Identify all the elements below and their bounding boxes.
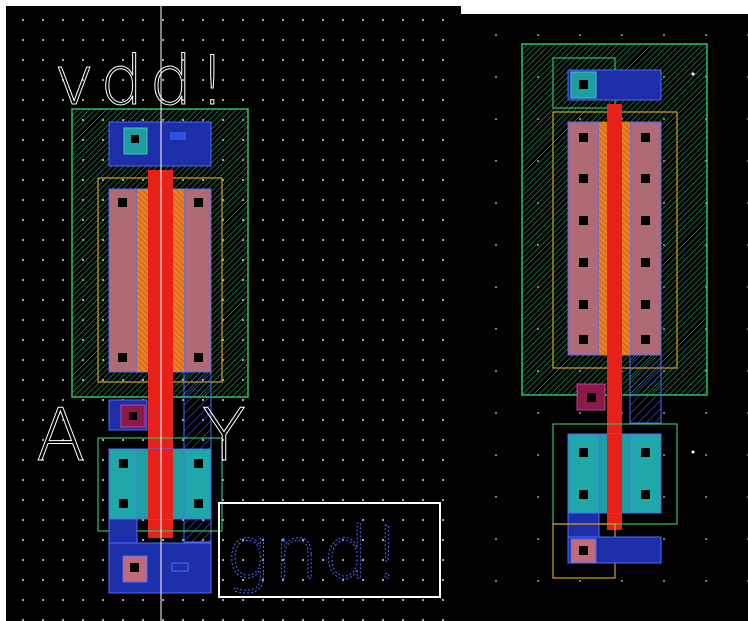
nselect-region — [97, 437, 223, 532]
vdd-contact-r — [579, 80, 588, 89]
nmos-contact-3 — [194, 459, 203, 468]
nmos-source-r — [567, 433, 600, 514]
pmos-drain-r — [629, 121, 662, 356]
nmos-contact-1 — [119, 459, 128, 468]
gnd-contact-well — [122, 555, 148, 583]
input-contact-r — [587, 393, 596, 402]
pmos-contact-4 — [194, 353, 203, 362]
gnd-contact — [130, 563, 139, 572]
selection-box[interactable] — [218, 502, 441, 598]
nmos-poly-r — [607, 434, 622, 513]
pmos-contacts-r — [579, 133, 650, 344]
pmos-source-r — [567, 121, 600, 356]
vdd-contact — [131, 135, 139, 143]
nmos-contacts-r — [579, 448, 650, 499]
layout-canvas-right[interactable] — [461, 14, 748, 621]
output-label-y: Y — [202, 393, 246, 477]
output-metal-r — [629, 354, 662, 424]
pmos-source-metal — [108, 188, 138, 373]
input-contact — [129, 412, 137, 420]
input-label-a: A — [36, 393, 85, 477]
gnd-drain-link — [108, 518, 138, 544]
gnd-link-r — [567, 512, 600, 540]
gnd-label: gnd! — [226, 511, 405, 595]
nmos-contact-2 — [119, 499, 128, 508]
pmos-contact-2 — [118, 353, 127, 362]
vdd-label: vdd! — [54, 42, 232, 121]
layout-drawing-left: vdd! A Y gnd! — [36, 6, 441, 621]
pmos-contact-3 — [194, 198, 203, 207]
marker-dot-2 — [691, 450, 695, 454]
pmos-drain-metal — [183, 188, 212, 373]
vdd-metal-small — [170, 132, 186, 140]
pmos-contact-1 — [118, 198, 127, 207]
layout-drawing-right — [521, 43, 708, 579]
gnd-metal-small — [171, 562, 189, 572]
nmos-drain-r — [629, 433, 662, 514]
marker-dot-1 — [691, 72, 695, 76]
layout-canvas-left[interactable]: vdd! A Y gnd! — [6, 6, 461, 621]
nmos-contact-4 — [194, 499, 203, 508]
gnd-contact-r — [579, 546, 588, 555]
